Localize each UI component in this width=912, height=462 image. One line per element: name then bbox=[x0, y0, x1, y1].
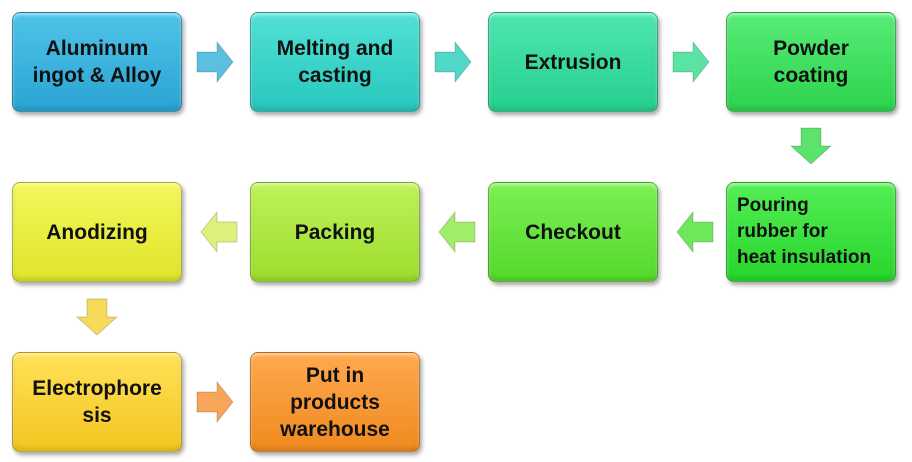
arrow-down-icon bbox=[789, 127, 833, 165]
step-aluminum-ingot: Aluminum ingot & Alloy bbox=[12, 12, 182, 112]
step-pouring-rubber: Pouring rubber for heat insulation bbox=[726, 182, 896, 282]
arrow-right-icon bbox=[196, 380, 234, 424]
arrow-left-icon bbox=[200, 210, 238, 254]
arrow-right-icon bbox=[196, 40, 234, 84]
arrow-right-icon bbox=[434, 40, 472, 84]
step-electrophoresis: Electrophore sis bbox=[12, 352, 182, 452]
step-checkout: Checkout bbox=[488, 182, 658, 282]
step-anodizing: Anodizing bbox=[12, 182, 182, 282]
step-packing: Packing bbox=[250, 182, 420, 282]
step-products-warehouse: Put in products warehouse bbox=[250, 352, 420, 452]
arrow-right-icon bbox=[672, 40, 710, 84]
arrow-left-icon bbox=[676, 210, 714, 254]
arrow-down-icon bbox=[75, 298, 119, 336]
step-melting-casting: Melting and casting bbox=[250, 12, 420, 112]
arrow-left-icon bbox=[438, 210, 476, 254]
step-powder-coating: Powder coating bbox=[726, 12, 896, 112]
step-extrusion: Extrusion bbox=[488, 12, 658, 112]
